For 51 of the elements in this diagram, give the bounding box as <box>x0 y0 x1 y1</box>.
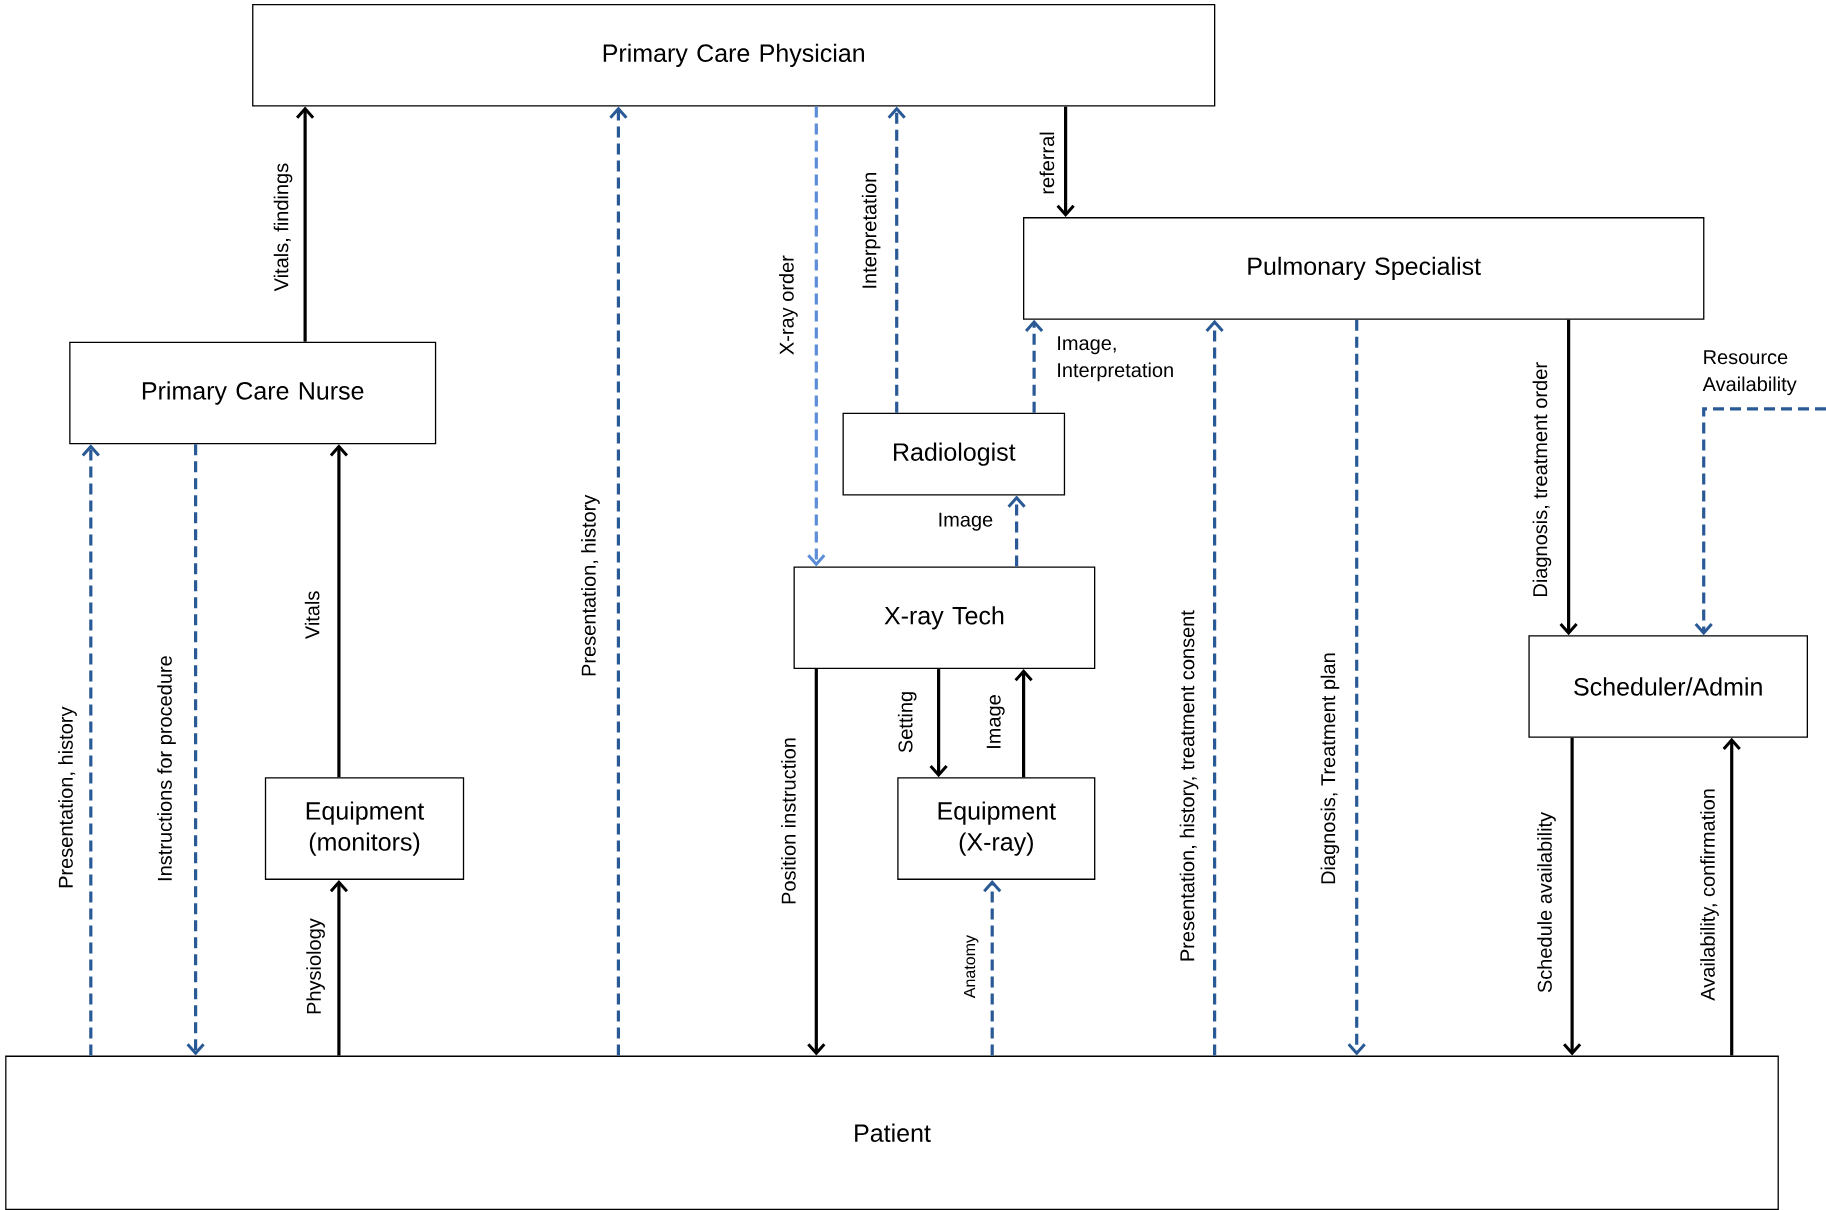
arrow <box>1056 106 1075 218</box>
process-box: Equipment (monitors) <box>264 777 465 880</box>
arrow <box>1722 737 1741 1056</box>
arrow <box>1007 495 1026 567</box>
arrow <box>887 106 906 413</box>
arrow <box>1347 319 1366 1056</box>
process-box: Equipment (X-ray) <box>897 777 1096 880</box>
process-box: Primary Care Nurse <box>69 341 437 445</box>
edge-label: Vitals, findings <box>273 163 293 292</box>
edge-label: Anatomy <box>964 935 979 999</box>
edge-label: Presentation, history, treatment consent <box>1179 610 1199 961</box>
edge-label: Image, Interpretation <box>1058 336 1173 382</box>
edge-label: Image <box>939 512 993 531</box>
edge-label: Interpretation <box>861 173 881 288</box>
edge-label: referral <box>1039 132 1055 194</box>
arrow <box>609 106 628 1056</box>
edge-label: X-ray order <box>779 255 798 355</box>
edge-label: Physiology <box>306 918 325 1014</box>
edge-label: Position instruction <box>781 738 796 904</box>
arrow <box>1014 669 1033 778</box>
arrow <box>929 669 948 778</box>
arrow <box>1563 737 1582 1056</box>
arrow <box>81 444 100 1056</box>
edge-label: Schedule availability <box>1537 812 1556 993</box>
process-box: Patient <box>5 1055 1779 1210</box>
arrow <box>1694 407 1826 636</box>
arrow <box>807 106 826 567</box>
arrow <box>1559 319 1578 636</box>
edge-label: Diagnosis, treatment order <box>1532 362 1552 596</box>
edge-label: Setting <box>897 692 917 753</box>
edge-label: Vitals <box>304 591 320 640</box>
arrow <box>1205 319 1224 1056</box>
arrow <box>807 669 826 1056</box>
process-box: Scheduler/Admin <box>1528 635 1808 738</box>
edge-label: Instructions for procedure <box>157 656 176 881</box>
arrow <box>1025 319 1044 413</box>
arrow <box>186 444 205 1056</box>
process-box: X-ray Tech <box>793 566 1096 670</box>
edge-label: Availability, confirmation <box>1700 789 1719 1001</box>
edge-label: Diagnosis, Treatment plan <box>1320 653 1340 884</box>
edge-label: Resource Availability <box>1702 350 1797 396</box>
arrow <box>329 444 349 778</box>
edge-label: Presentation, history <box>58 706 77 888</box>
arrow <box>296 106 315 342</box>
process-box: Primary Care Physician <box>252 4 1216 107</box>
process-box: Pulmonary Specialist <box>1023 217 1705 320</box>
edge-label: Image <box>986 695 1005 748</box>
edge-label: Presentation, history <box>581 494 600 676</box>
arrow <box>983 879 1002 1056</box>
arrow <box>329 879 349 1056</box>
process-box: Radiologist <box>842 412 1066 496</box>
